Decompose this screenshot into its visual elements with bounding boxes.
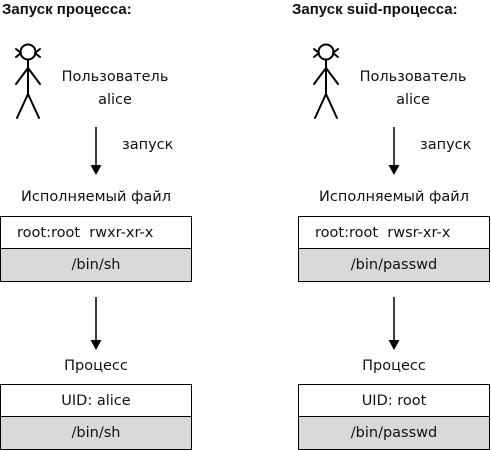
process-label: Процесс bbox=[362, 358, 426, 374]
arrow-down-icon bbox=[90, 127, 102, 175]
process-box: UID: alice /bin/sh bbox=[0, 384, 192, 450]
arrow-down-icon bbox=[90, 297, 102, 350]
process-label: Процесс bbox=[64, 358, 128, 374]
user-role-text: Пользователь bbox=[61, 69, 169, 85]
executable-file-box: root:root rwxr-xr-x /bin/sh bbox=[0, 216, 192, 282]
title-normal-launch: Запуск процесса: bbox=[2, 1, 132, 18]
process-box: UID: root /bin/passwd bbox=[298, 384, 490, 450]
user-name-text: alice bbox=[396, 92, 430, 108]
stick-figure-icon bbox=[15, 43, 41, 119]
process-path: /bin/passwd bbox=[299, 417, 489, 449]
file-permissions: root:root rwsr-xr-x bbox=[299, 217, 489, 249]
user-label: Пользователь alice bbox=[60, 66, 170, 112]
user-name-text: alice bbox=[98, 92, 132, 108]
executable-file-label: Исполняемый файл bbox=[319, 189, 469, 205]
executable-file-label: Исполняемый файл bbox=[21, 189, 171, 205]
file-path: /bin/sh bbox=[1, 249, 191, 281]
executable-file-box: root:root rwsr-xr-x /bin/passwd bbox=[298, 216, 490, 282]
arrow-down-icon bbox=[388, 297, 400, 350]
stick-figure-icon bbox=[313, 43, 339, 119]
file-permissions: root:root rwxr-xr-x bbox=[1, 217, 191, 249]
launch-label: запуск bbox=[122, 137, 174, 153]
process-uid: UID: alice bbox=[1, 385, 191, 417]
user-role-text: Пользователь bbox=[359, 69, 467, 85]
title-suid-launch: Запуск suid-процесса: bbox=[292, 1, 458, 18]
process-path: /bin/sh bbox=[1, 417, 191, 449]
arrow-down-icon bbox=[388, 127, 400, 175]
launch-label: запуск bbox=[420, 137, 472, 153]
column-normal-launch: Запуск процесса: Пользователь alice запу… bbox=[0, 0, 192, 450]
column-suid-launch: Запуск suid-процесса: Пользователь alice… bbox=[292, 0, 490, 450]
file-path: /bin/passwd bbox=[299, 249, 489, 281]
process-uid: UID: root bbox=[299, 385, 489, 417]
user-label: Пользователь alice bbox=[358, 66, 468, 112]
